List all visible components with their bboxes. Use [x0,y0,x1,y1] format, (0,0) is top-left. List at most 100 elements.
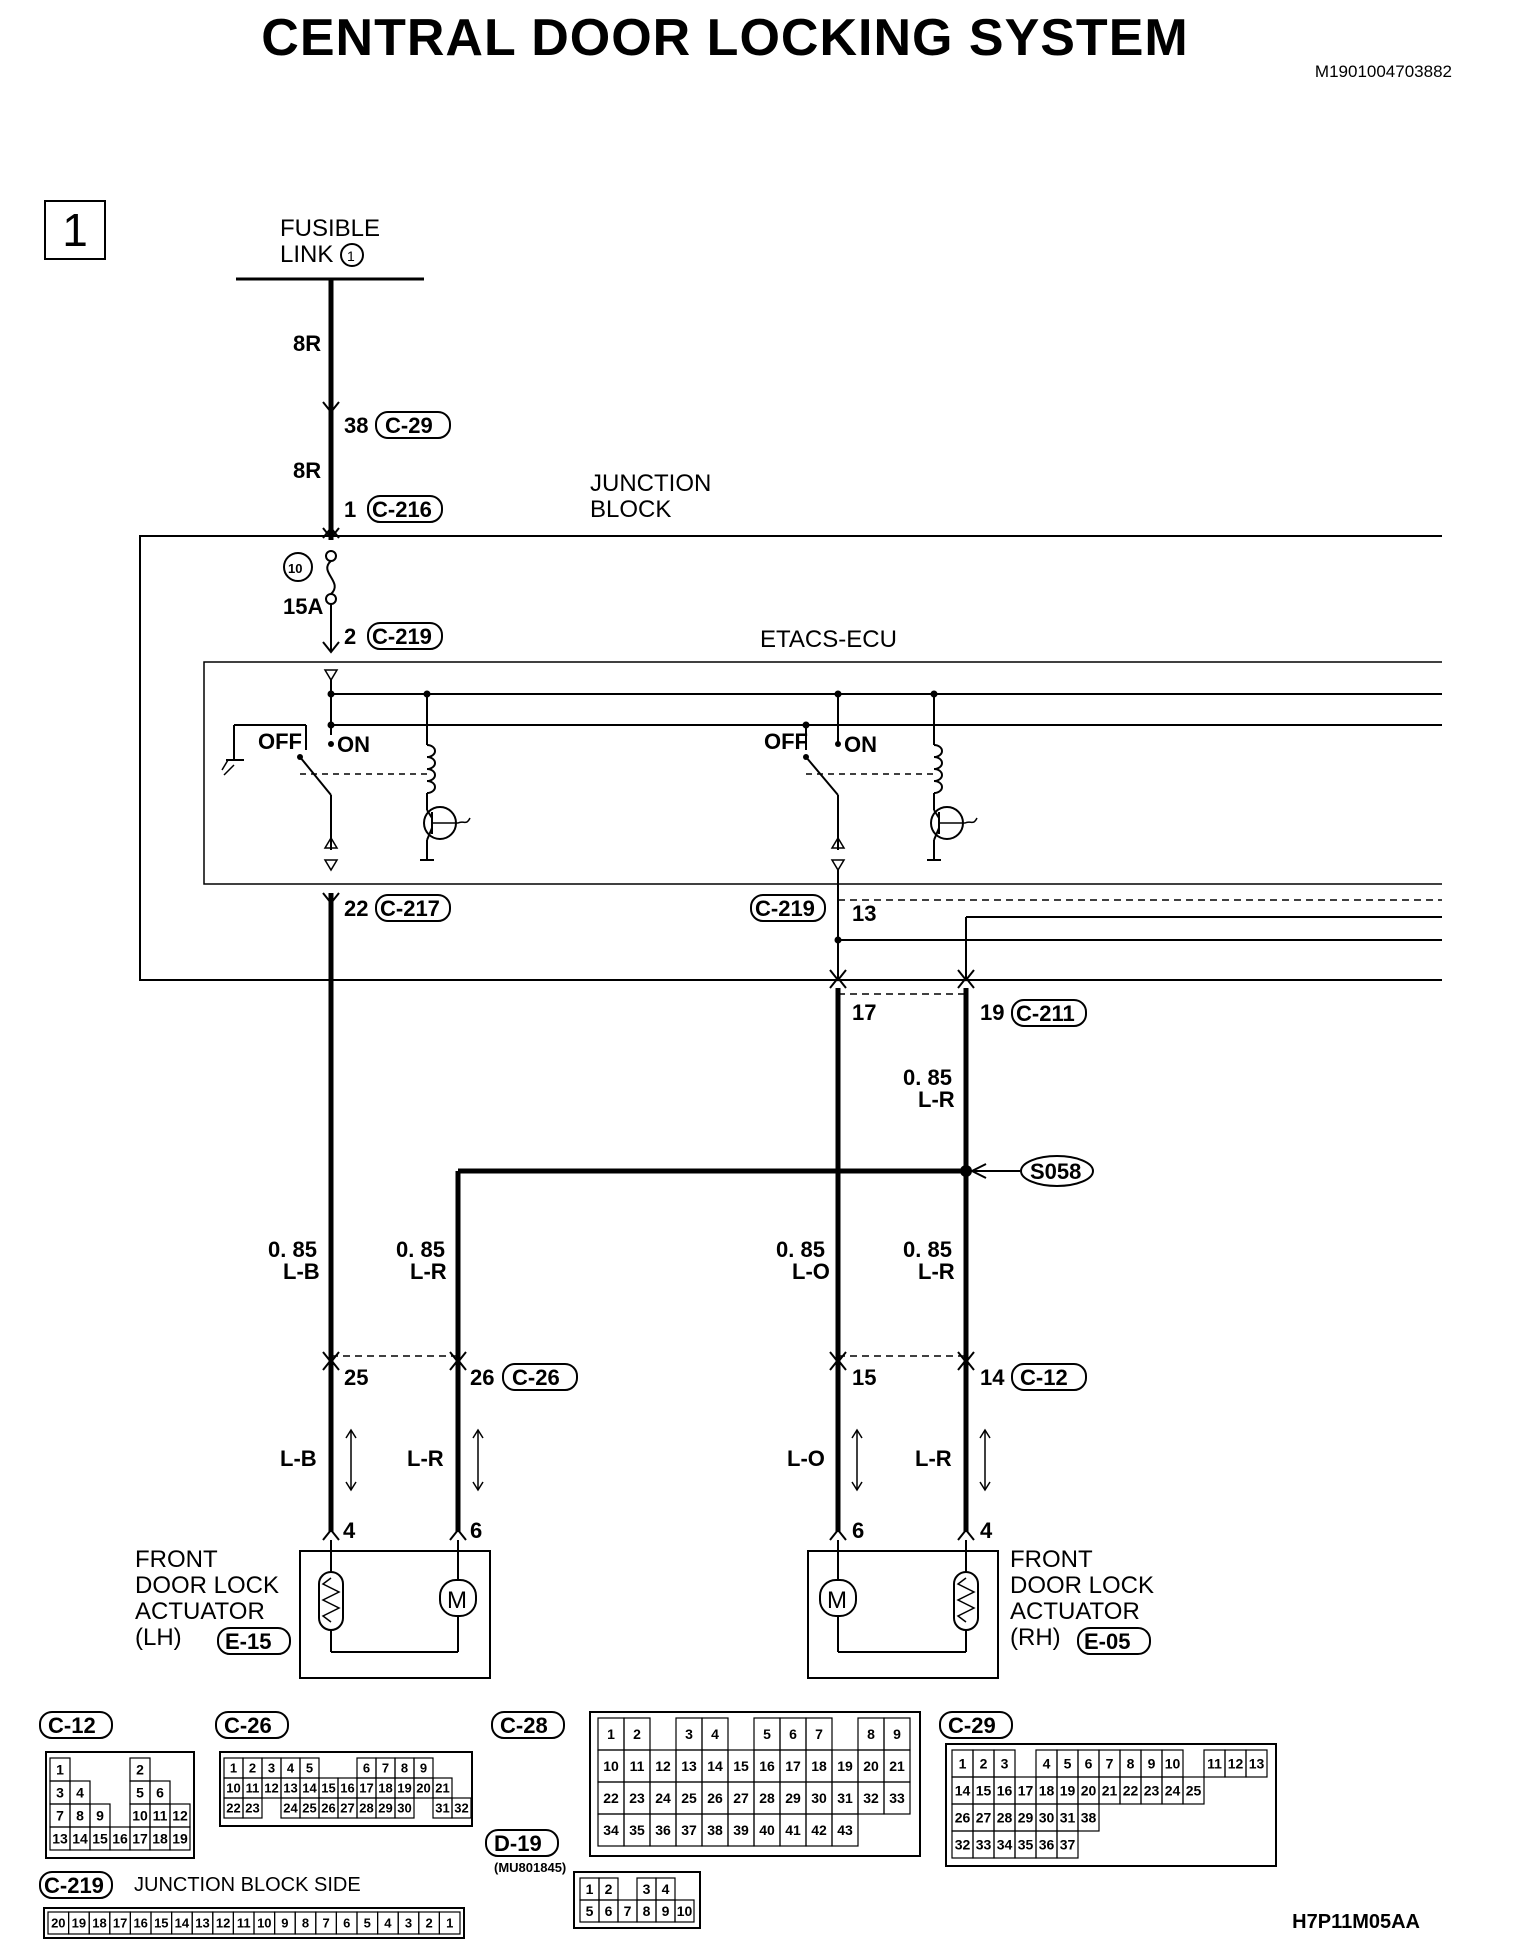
connector-pin-label: 9 [96,1808,104,1824]
connector-pin-label: 11 [1207,1756,1222,1772]
connector-pin-label: 21 [435,1781,449,1796]
connector-pin-label: 6 [363,1761,370,1776]
lh-actuator-label-1: FRONT [135,1546,218,1573]
connector-pin-label: 4 [1043,1756,1051,1772]
connector-pin-cell [394,1797,415,1819]
connector-pin-label: 14 [175,1916,190,1931]
connector-pin-label: 4 [384,1916,392,1931]
wire-085-lr-rh: 0. 85 [903,1237,952,1262]
wire-lr-lh-top: L-R [410,1259,447,1284]
connector-pin-label: 23 [1144,1783,1160,1799]
connector-pin-label: 25 [302,1801,316,1816]
pin-25: 25 [344,1365,368,1390]
connector-c219-tag-mid: C-219 [750,894,826,922]
connector-pin-label: 5 [306,1761,313,1776]
connector-pin-label: 1 [607,1726,615,1742]
connector-pin-label: 31 [837,1790,853,1806]
connector-pin-label: 25 [681,1790,697,1806]
connector-c29-tag: C-29 [375,411,451,439]
rh-actuator-label-4: (RH) [1010,1624,1061,1651]
connector-pin-label: 31 [1060,1810,1076,1826]
connector-pin-label: 16 [133,1916,147,1931]
connector-pin-cell [831,1813,859,1847]
connector-pin-label: 15 [733,1758,749,1774]
connector-pin-label: 24 [655,1790,671,1806]
wire-085-lr-lh: 0. 85 [396,1237,445,1262]
connector-pin-label: 14 [707,1758,723,1774]
wire-lr-rh-bottom: L-R [915,1446,952,1471]
connector-pin-label: 43 [837,1822,853,1838]
pin-17: 17 [852,1000,876,1025]
connector-pin-label: 26 [707,1790,723,1806]
connector-pin-label: 14 [955,1783,971,1799]
connector-pin-label: 21 [889,1758,905,1774]
connector-pin-label: 3 [56,1785,64,1801]
connector-pin-cell [728,1718,754,1750]
connector-pin-label: 4 [662,1881,670,1897]
connector-pin-label: 20 [1081,1783,1097,1799]
svg-text:S058: S058 [1030,1159,1081,1184]
wire-lb-bottom: L-B [280,1446,317,1471]
connector-pin-label: 3 [685,1726,693,1742]
connector-pin-label: 36 [1039,1837,1055,1853]
connector-pin-label: 18 [1039,1783,1055,1799]
lh-actuator-label-4: (LH) [135,1624,182,1651]
pin-4-lh: 4 [343,1518,356,1543]
actuator-rh: M 6 4 FRONT DOOR LOCK ACTUATOR (RH) E-05 [807,1518,1154,1679]
svg-text:C-29: C-29 [948,1713,996,1738]
connector-pin-cell [438,1911,461,1935]
connector-pin-label: 12 [172,1808,188,1824]
connector-pin-label: 17 [785,1758,801,1774]
connector-pin-label: 7 [382,1761,389,1776]
connector-pin-label: 1 [446,1916,453,1931]
wire-lo-bottom: L-O [787,1446,825,1471]
connector-pin-label: 18 [92,1916,106,1931]
connector-pin-label: 2 [980,1756,988,1772]
connector-pin-label: 28 [759,1790,775,1806]
fuse-10: 10 15A [283,550,340,654]
connector-pin-label: 2 [633,1726,641,1742]
connector-pin-label: 8 [302,1916,309,1931]
etacs-ecu: ETACS-ECU OFF ON [203,626,1442,885]
svg-text:D-19: D-19 [494,1831,542,1856]
connector-pin-label: 42 [811,1822,827,1838]
svg-text:C-217: C-217 [380,896,440,921]
wire-lr-rh-top: L-R [918,1259,955,1284]
svg-text:C-12: C-12 [48,1713,96,1738]
connector-pin-cell [832,1718,858,1750]
connector-pin-cell [1183,1750,1204,1777]
pin-1: 1 [344,497,356,522]
connector-pin-label: 16 [112,1831,128,1847]
d19-part-number: (MU801845) [494,1860,566,1875]
relay-rh-on: ON [844,732,877,757]
connector-c12-tag: C-12 [1011,1363,1087,1391]
svg-text:C-26: C-26 [512,1365,560,1390]
connector-pin-label: 8 [867,1726,875,1742]
connector-pin-label: 24 [1165,1783,1181,1799]
svg-text:M: M [447,1587,467,1614]
connector-pin-label: 6 [789,1726,797,1742]
wire-085-19: 0. 85 [903,1065,952,1090]
connector-pin-cell [110,1781,130,1804]
connector-pin-label: 30 [1039,1810,1055,1826]
connector-pin-cell [1056,1830,1079,1859]
connector-pin-label: 33 [889,1790,905,1806]
connector-pin-label: 7 [815,1726,823,1742]
connector-pin-label: 10 [257,1916,271,1931]
rh-actuator-label-2: DOOR LOCK [1010,1572,1154,1599]
actuator-lh: M 4 6 FRONT DOOR LOCK ACTUATOR (LH) E-15 [135,1518,491,1679]
connector-pin-label: 30 [397,1801,411,1816]
connector-pin-label: 20 [51,1916,65,1931]
splice-s058: S058 [455,1155,1094,1532]
svg-text:C-219: C-219 [372,624,432,649]
etacs-ecu-label: ETACS-ECU [760,626,897,653]
pin-38: 38 [344,413,368,438]
connector-pin-label: 1 [959,1756,967,1772]
connector-pin-label: 6 [156,1785,164,1801]
connector-pin-label: 9 [1148,1756,1156,1772]
connector-pin-label: 8 [76,1808,84,1824]
rh-actuator-label-3: ACTUATOR [1010,1598,1140,1625]
connector-pin-label: 13 [681,1758,697,1774]
